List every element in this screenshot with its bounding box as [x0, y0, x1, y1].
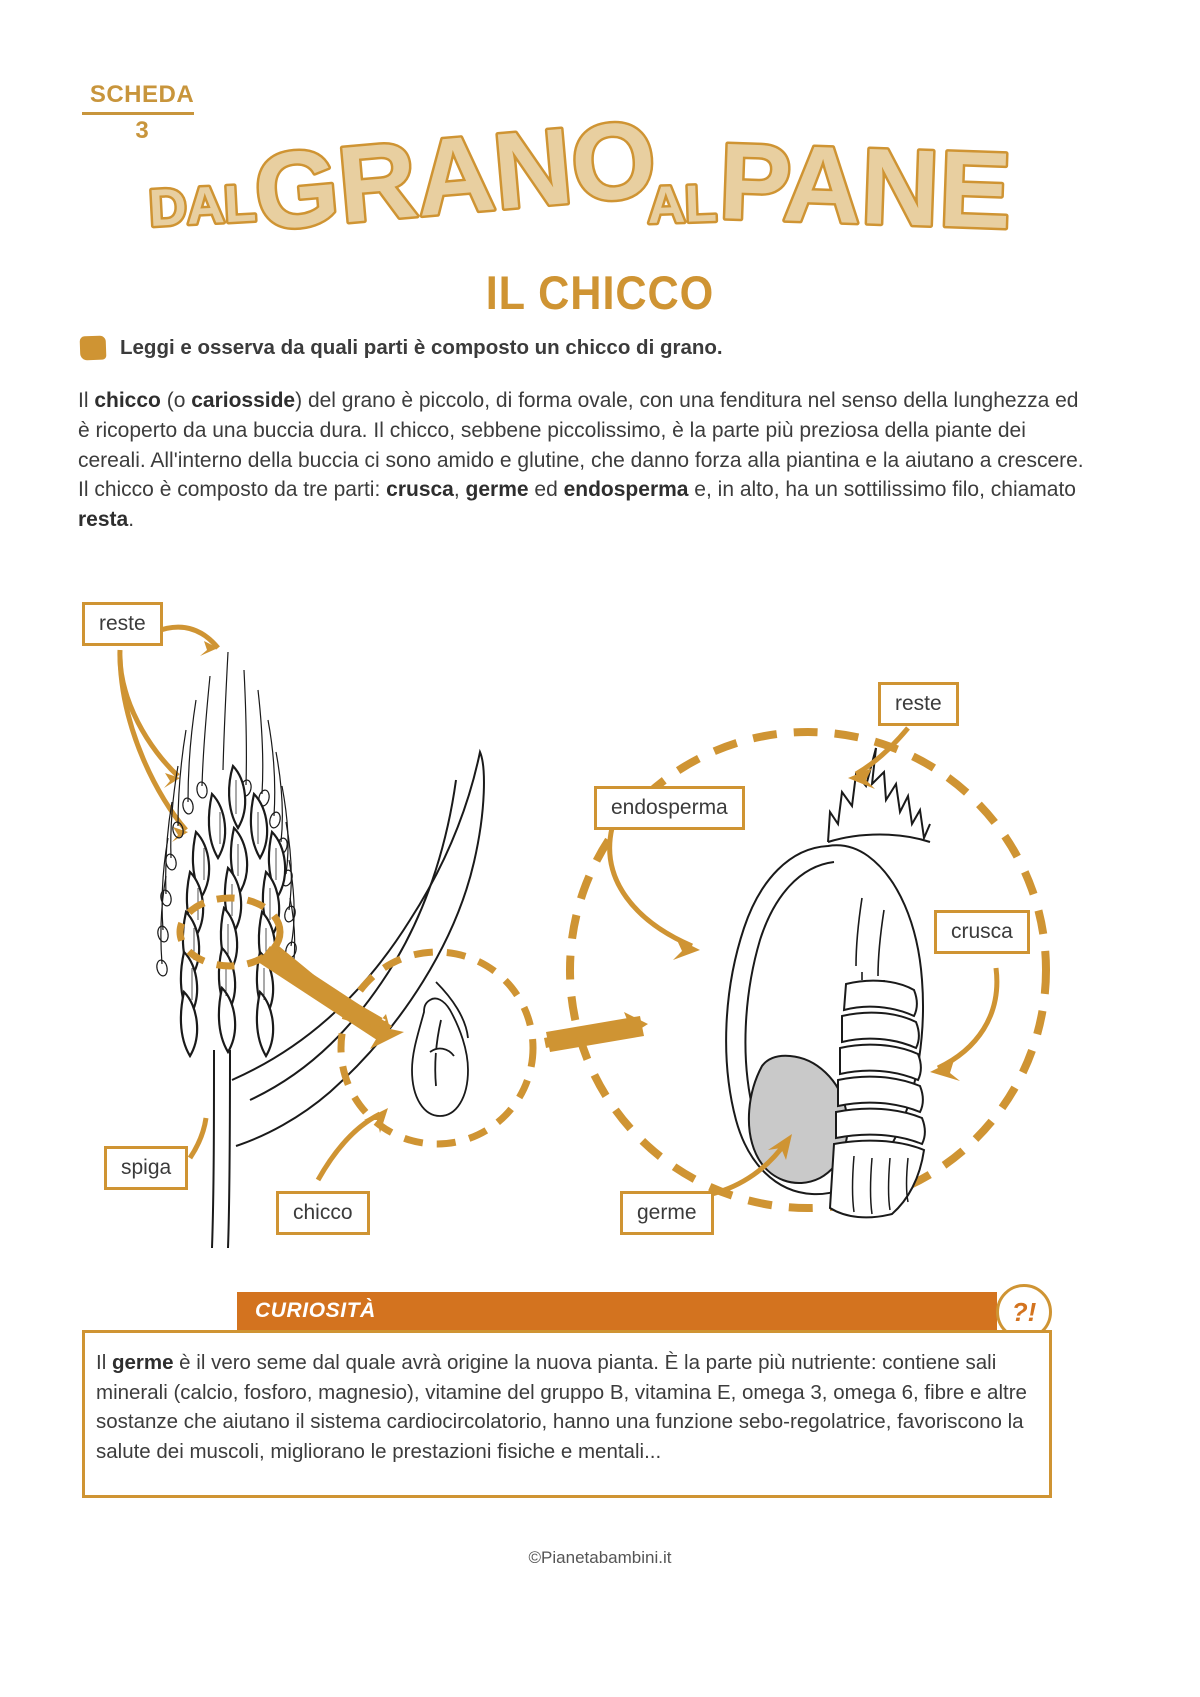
arrow-spiga — [187, 1117, 209, 1160]
spikelets — [179, 763, 287, 1059]
svg-text:PANE: PANE — [717, 120, 1013, 240]
kernel-cross-section — [725, 747, 931, 1219]
kernel-small-drawing — [411, 981, 469, 1117]
arrows-reste-spike — [117, 624, 220, 832]
arrow-spike-to-kernel — [258, 942, 404, 1049]
arrowhead-endosperma — [673, 938, 700, 960]
label-endosperma: endosperma — [594, 786, 745, 830]
page-subtitle: IL CHICCO — [485, 266, 715, 319]
arrow-chicco — [315, 1111, 382, 1182]
wheat-spike-illustration — [156, 651, 297, 1059]
instruction-row: Leggi e osserva da quali parti è compost… — [79, 335, 723, 361]
page-title-wordmark: DAL GRANO AL PANE — [140, 118, 1020, 240]
arrow-germe — [711, 1140, 789, 1197]
awn-hooks — [156, 779, 297, 977]
grain-diagram — [0, 580, 1200, 1260]
spike-highlight-ring — [176, 894, 284, 970]
label-reste-spike: reste — [82, 602, 163, 646]
arrow-reste-kernel — [854, 726, 910, 777]
curiosita-text: Il germe è il vero seme dal quale avrà o… — [96, 1351, 1027, 1464]
label-crusca: crusca — [934, 910, 1030, 954]
arrow-kernel-to-detail — [544, 1012, 648, 1052]
label-reste-kernel: reste — [878, 682, 959, 726]
label-germe: germe — [620, 1191, 714, 1235]
kernel-circle-dashed — [337, 948, 537, 1148]
scheda-header: SCHEDA 3 — [82, 81, 202, 145]
arrowhead-chicco — [364, 1108, 388, 1133]
curiosita-banner: CURIOSITÀ — [237, 1292, 997, 1330]
scheda-divider — [82, 112, 194, 116]
svg-text:DAL: DAL — [148, 174, 258, 238]
label-spiga: spiga — [104, 1146, 189, 1190]
label-chicco: chicco — [276, 1191, 370, 1235]
bran-layers — [835, 979, 926, 1146]
arrowhead-germe — [768, 1134, 792, 1160]
instruction-text: Leggi e osserva da quali parti è compost… — [120, 336, 723, 359]
svg-text:AL: AL — [646, 175, 717, 235]
scheda-number: 3 — [135, 117, 149, 145]
arrow-crusca — [936, 967, 1000, 1071]
curiosita-box — [82, 1330, 1052, 1498]
arrowhead-crusca — [930, 1060, 960, 1081]
scheda-label: SCHEDA — [89, 81, 195, 108]
kernel-detail-circle-dashed — [566, 728, 1050, 1212]
awns — [160, 651, 296, 981]
bran-fibres — [828, 1139, 926, 1219]
footer-credit: ©Pianetabambini.it — [528, 1548, 672, 1567]
arrowhead-reste-kernel — [848, 768, 875, 789]
body-paragraph: Il chicco (o cariosside) del grano è pic… — [78, 389, 1084, 532]
arrow-endosperma — [607, 827, 693, 949]
curiosita-banner-label: CURIOSITÀ — [255, 1299, 376, 1322]
square-bullet-icon — [79, 335, 107, 361]
svg-text:GRANO: GRANO — [249, 118, 660, 240]
